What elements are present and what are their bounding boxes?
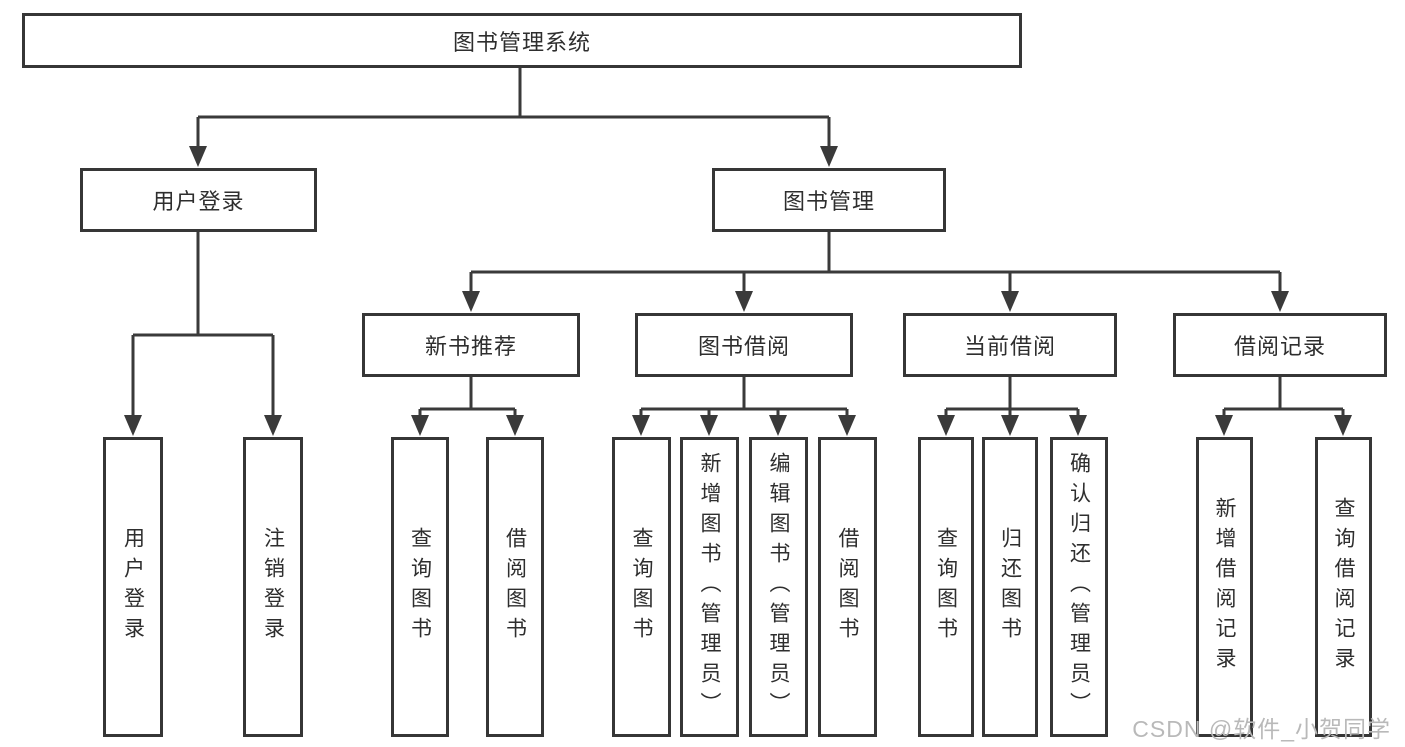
- leaf-query-books-1-label: 查询图书: [408, 527, 432, 647]
- leaf-add-books-admin: 新增图书（管理员）: [680, 437, 739, 737]
- node-new-book-recommend-label: 新书推荐: [424, 334, 517, 359]
- connector-new-book-recommend-children: [411, 377, 524, 436]
- leaf-borrow-books-2-label: 借阅图书: [836, 527, 859, 647]
- leaf-query-borrow-record: 查询借阅记录: [1315, 437, 1372, 737]
- node-book-borrow-label: 图书借阅: [697, 334, 790, 359]
- leaf-logout: 注销登录: [243, 437, 303, 737]
- node-user-login-label: 用户登录: [152, 189, 245, 214]
- connector-borrow-records-children: [1215, 377, 1352, 436]
- leaf-query-books-3: 查询图书: [918, 437, 974, 737]
- leaf-query-books-2-label: 查询图书: [630, 527, 653, 647]
- leaf-edit-books-admin: 编辑图书（管理员）: [749, 437, 808, 737]
- leaf-confirm-return-admin: 确认归还（管理员）: [1050, 437, 1108, 737]
- node-borrow-records-label: 借阅记录: [1233, 334, 1326, 359]
- connector-book-borrow-children: [632, 377, 856, 436]
- leaf-user-login: 用户登录: [103, 437, 163, 737]
- node-root: 图书管理系统: [22, 13, 1022, 68]
- connector-book-management-children: [462, 232, 1289, 312]
- node-current-borrow: 当前借阅: [903, 313, 1117, 377]
- node-book-borrow: 图书借阅: [635, 313, 853, 377]
- node-user-login: 用户登录: [80, 168, 317, 232]
- connector-user-login-children: [124, 232, 282, 436]
- leaf-query-books-3-label: 查询图书: [934, 527, 958, 647]
- node-current-borrow-label: 当前借阅: [963, 334, 1056, 359]
- leaf-return-books: 归还图书: [982, 437, 1038, 737]
- node-borrow-records: 借阅记录: [1173, 313, 1387, 377]
- leaf-edit-books-admin-label: 编辑图书（管理员）: [767, 452, 790, 722]
- leaf-query-books-1: 查询图书: [391, 437, 449, 737]
- connector-root-to-level1: [189, 68, 838, 167]
- leaf-logout-label: 注销登录: [261, 527, 285, 647]
- leaf-add-books-admin-label: 新增图书（管理员）: [698, 452, 721, 722]
- leaf-borrow-books-2: 借阅图书: [818, 437, 877, 737]
- leaf-user-login-label: 用户登录: [121, 527, 145, 647]
- node-root-label: 图书管理系统: [452, 29, 591, 55]
- node-new-book-recommend: 新书推荐: [362, 313, 580, 377]
- connector-current-borrow-children: [937, 377, 1087, 436]
- leaf-return-books-label: 归还图书: [998, 527, 1022, 647]
- csdn-watermark: CSDN @软件_小贺同学: [1132, 716, 1391, 742]
- leaf-query-books-2: 查询图书: [612, 437, 671, 737]
- leaf-query-borrow-record-label: 查询借阅记录: [1332, 497, 1355, 677]
- node-book-management-label: 图书管理: [782, 189, 875, 214]
- leaf-confirm-return-admin-label: 确认归还（管理员）: [1067, 452, 1091, 722]
- leaf-add-borrow-record: 新增借阅记录: [1196, 437, 1253, 737]
- leaf-borrow-books-1: 借阅图书: [486, 437, 544, 737]
- leaf-borrow-books-1-label: 借阅图书: [503, 527, 527, 647]
- leaf-add-borrow-record-label: 新增借阅记录: [1213, 497, 1236, 677]
- node-book-management: 图书管理: [712, 168, 946, 232]
